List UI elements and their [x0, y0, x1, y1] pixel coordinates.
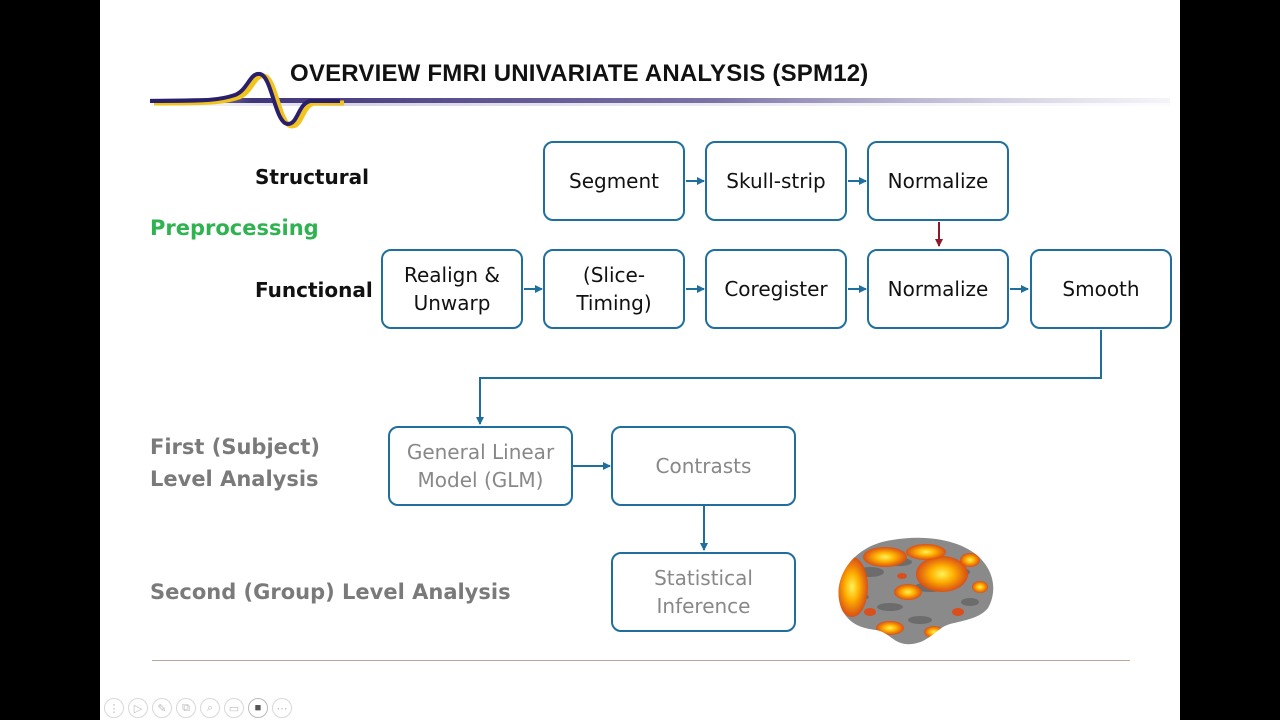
box-statistical-inference: Statistical Inference [611, 552, 796, 632]
zoom-icon[interactable]: ⌕ [200, 698, 220, 718]
box-general-linear-model: General Linear Model (GLM) [388, 426, 573, 506]
box-realign-unwarp: Realign & Unwarp [381, 249, 523, 329]
box-skull-strip: Skull-strip [705, 141, 847, 221]
box-smooth: Smooth [1030, 249, 1172, 329]
slides-icon[interactable]: ▭ [224, 698, 244, 718]
pen-icon[interactable]: ✎ [152, 698, 172, 718]
box-coregister: Coregister [705, 249, 847, 329]
slide: OVERVIEW FMRI UNIVARIATE ANALYSIS (SPM12… [100, 0, 1180, 720]
more-icon[interactable]: ⋮ [104, 698, 124, 718]
ellipsis-icon[interactable]: ⋯ [272, 698, 292, 718]
footer-divider [152, 660, 1130, 661]
copy-icon[interactable]: ⧉ [176, 698, 196, 718]
box-normalize-functional: Normalize [867, 249, 1009, 329]
arrow-smooth-to-glm [476, 330, 1102, 425]
box-segment: Segment [543, 141, 685, 221]
logo-wave-icon [149, 71, 1170, 129]
label-functional: Functional [255, 278, 373, 302]
presentation-toolbar: ⋮ ▷ ✎ ⧉ ⌕ ▭ ■ ⋯ [104, 698, 292, 718]
camera-icon[interactable]: ■ [248, 698, 268, 718]
play-icon[interactable]: ▷ [128, 698, 148, 718]
label-structural: Structural [255, 165, 369, 189]
brain-activation-image [838, 537, 994, 645]
label-preprocessing: Preprocessing [150, 216, 319, 240]
box-slice-timing: (Slice- Timing) [543, 249, 685, 329]
diagram-connectors [476, 177, 1102, 551]
label-first-level-analysis: First (Subject) Level Analysis [150, 435, 320, 491]
slide-title: OVERVIEW FMRI UNIVARIATE ANALYSIS (SPM12… [290, 60, 869, 87]
box-contrasts: Contrasts [611, 426, 796, 506]
box-normalize-structural: Normalize [867, 141, 1009, 221]
label-second-level-analysis: Second (Group) Level Analysis [150, 580, 511, 604]
